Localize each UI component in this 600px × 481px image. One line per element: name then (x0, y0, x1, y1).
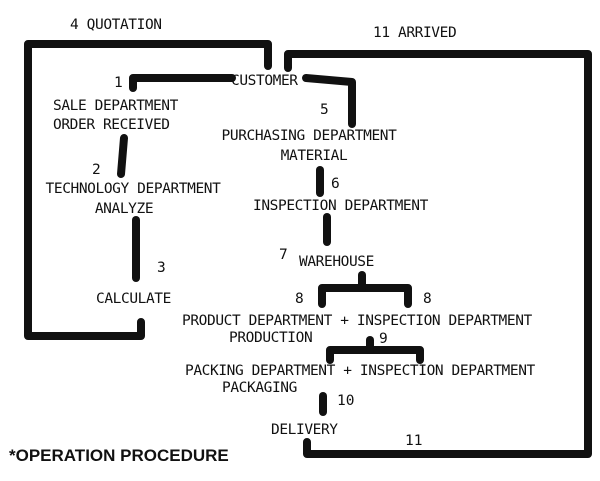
step-10-number: 10 (337, 393, 355, 409)
customer-node: CUSTOMER (231, 73, 298, 89)
packaging-label: PACKAGING (222, 380, 297, 396)
arrived-loop (284, 50, 592, 458)
arrived-label: 11 ARRIVED (373, 25, 457, 41)
packing-inspection-row: PACKING DEPARTMENT + INSPECTION DEPARTME… (185, 363, 535, 379)
step-1-number: 1 (114, 75, 123, 91)
step-7-number: 7 (279, 247, 288, 263)
customer-to-sale-line (129, 74, 236, 92)
step-2-number: 2 (92, 162, 101, 178)
step-3-number: 3 (157, 260, 166, 276)
inspection-department-node: INSPECTION DEPARTMENT (253, 198, 428, 214)
step-5-number: 5 (320, 102, 329, 118)
quotation-label: 4 QUOTATION (70, 17, 162, 33)
delivery-node: DELIVERY (271, 422, 338, 438)
product-inspection-row: PRODUCT DEPARTMENT + INSPECTION DEPARTME… (182, 313, 532, 329)
purchasing-department-line2: MATERIAL (280, 148, 348, 164)
production-to-packing-line (326, 346, 424, 364)
step-8-number-left: 8 (295, 291, 304, 307)
step-8-number-right: 8 (423, 291, 432, 307)
step-6-number: 6 (331, 176, 340, 192)
technology-department-line2: ANALYZE (94, 201, 154, 217)
sale-department-line2: ORDER RECEIVED (53, 117, 170, 133)
production-label: PRODUCTION (229, 330, 313, 346)
warehouse-node: WAREHOUSE (299, 254, 374, 270)
purchasing-department-line1: PURCHASING DEPARTMENT (221, 128, 397, 144)
step-9-number: 9 (379, 331, 388, 347)
technology-department-line1: TECHNOLOGY DEPARTMENT (45, 181, 221, 197)
sale-department-line1: SALE DEPARTMENT (53, 98, 178, 114)
customer-to-purchasing-line (302, 74, 356, 128)
calculate-node: CALCULATE (96, 291, 171, 307)
operation-procedure-caption: *OPERATION PROCEDURE (9, 446, 229, 465)
quotation-loop (24, 40, 272, 340)
sale-to-tech-line (117, 134, 128, 178)
step-11-number: 11 (405, 433, 423, 449)
